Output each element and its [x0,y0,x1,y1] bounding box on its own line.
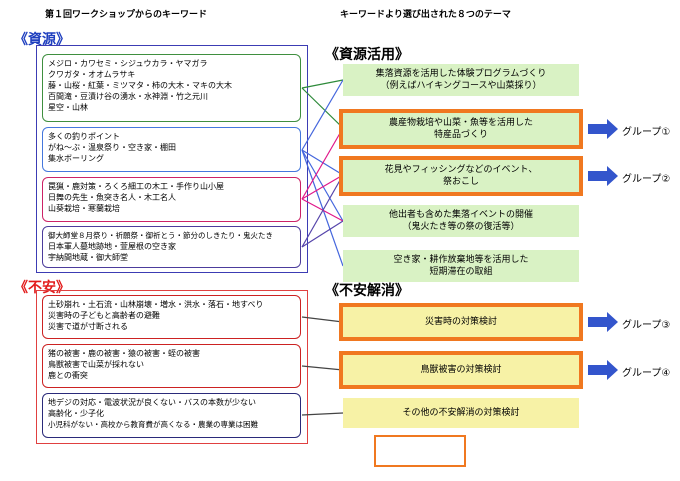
connector-line [301,174,344,200]
keyword-line: 猪の被害・鹿の被害・猿の被害・蛭の被害 [48,349,200,358]
group-label-1: グループ① [622,127,671,138]
right-arrow-icon [588,312,618,332]
theme-line: 他出者も含めた集落イベントの開催 [388,210,533,220]
theme-line: （鬼火たき等の祭の復活等） [402,222,520,232]
group-label-3: グループ③ [622,320,671,331]
theme-line: 集落資源を活用した体験プログラムづくり [375,69,547,79]
section-anxiety-relief: 《不安解消》 [325,283,409,299]
connector-line [301,149,344,176]
connector-line [301,412,344,416]
connector-line [301,79,344,89]
keyword-line: 星空・山林 [48,103,88,112]
keyword-box-festivals: 御大師堂８月祭り・祈願祭・御祈とう・節分のしきたり・鬼火たき 日本軍人墓地跡地・… [42,226,301,268]
keyword-line: 土砂崩れ・土石流・山林崩壊・増水・洪水・落石・地すべり [48,300,264,309]
connector-line [301,220,344,248]
right-arrow-icon [588,360,618,380]
keyword-box-skills: 罠猟・鹿対策・ろくろ細工の木工・手作り山小屋 日舞の先生・魚突き名人・木工名人 … [42,177,301,222]
theme-other-measures: その他の不安解消の対策検討 [343,398,579,428]
keyword-line: 集水ボーリング [48,154,104,163]
keyword-box-living: 地デジの対応・電波状況が良くない・バスの本数が少ない 高齢化・少子化 小児科がな… [42,393,301,438]
theme-line: 鳥獣被害の対策検討 [420,365,502,375]
keyword-line: 高齢化・少子化 [48,409,104,418]
keyword-line: 災害時の子どもと高齢者の避難 [48,311,160,320]
theme-line: 特産品づくり [433,130,488,140]
keyword-line: 多くの釣りポイント [48,132,120,141]
connector-line [301,79,344,151]
connector-line [301,365,344,371]
keyword-line: 災害で道が寸断される [48,322,128,331]
keyword-line: メジロ・カワセミ・シジュウカラ・ヤマガラ [48,59,208,68]
right-arrow-icon [588,119,618,139]
connector-line [301,87,344,129]
theme-line: 農産物栽培や山菜・魚等を活用した [388,118,533,128]
theme-line: 花見やフィッシングなどのイベント、 [384,165,538,175]
connector-line [301,127,344,200]
theme-wildlife-measures: 鳥獣被害の対策検討 [339,351,583,389]
theme-experience-program: 集落資源を活用した体験プログラムづくり （例えばハイキングコースや山菜採り） [343,64,579,96]
section-anxiety: 《不安》 [14,280,70,296]
keyword-line: がね～ぶ・温泉祭り・空き家・棚田 [48,143,176,152]
keyword-box-leisure: 多くの釣りポイント がね～ぶ・温泉祭り・空き家・棚田 集水ボーリング [42,127,301,172]
connector-line [301,174,344,248]
theme-specialty-products: 農産物栽培や山菜・魚等を活用した 特産品づくり [339,109,583,149]
connector-line [301,149,344,222]
keyword-line: 日舞の先生・魚突き名人・木工名人 [48,193,176,202]
section-resource-use: 《資源活用》 [325,47,409,63]
keyword-box-wildlife: 猪の被害・鹿の被害・猿の被害・蛭の被害 鳥獣被害で山菜が採れない 鹿との衝突 [42,344,301,388]
keyword-line: 鳥獣被害で山菜が採れない [48,360,144,369]
section-resource: 《資源》 [14,32,70,48]
header-themes: キーワードより選び出された８つのテーマ [340,10,511,20]
keyword-line: 小児科がない・高校から教育費が高くなる・農業の専業は困難 [48,420,258,429]
theme-line: （例えばハイキングコースや山菜採り） [380,81,542,91]
keyword-box-nature: メジロ・カワセミ・シジュウカラ・ヤマガラ クワガタ・オオムラサキ 藤・山桜・紅葉… [42,54,301,122]
keyword-box-disaster: 土砂崩れ・土石流・山林崩壊・増水・洪水・落石・地すべり 災害時の子どもと高齢者の… [42,295,301,339]
keyword-line: 罠猟・鹿対策・ろくろ細工の木工・手作り山小屋 [48,182,224,191]
keyword-line: クワガタ・オオムラサキ [48,70,136,79]
connector-line [301,149,344,267]
keyword-line: 藤・山桜・紅葉・ミツマタ・柿の大木・マキの大木 [48,81,232,90]
theme-disaster-measures: 災害時の対策検討 [339,303,583,341]
keyword-line: 鹿との衝突 [48,371,88,380]
theme-line: その他の不安解消の対策検討 [402,408,520,418]
keyword-line: 日本軍人墓地跡地・萱屋根の空き家 [48,242,176,251]
theme-line: 災害時の対策検討 [424,317,497,327]
keyword-line: 百間滝・豆漬け谷の湧水・水神淵・竹之元川 [48,92,208,101]
keyword-line: 宇納間地蔵・御大師堂 [48,253,128,262]
connector-line [301,198,344,222]
keyword-line: 御大師堂８月祭り・祈願祭・御祈とう・節分のしきたり・鬼火たき [48,231,273,240]
theme-events-festivals: 花見やフィッシングなどのイベント、 祭おこし [339,156,583,196]
theme-short-stay: 空き家・耕作放棄地等を活用した 短期滞在の取組 [343,250,579,282]
theme-line: 空き家・耕作放棄地等を活用した [393,255,529,265]
theme-line: 祭おこし [442,177,479,187]
theme-community-events: 他出者も含めた集落イベントの開催 （鬼火たき等の祭の復活等） [343,205,579,237]
group-label-2: グループ② [622,174,671,185]
group-label-4: グループ④ [622,368,671,379]
keyword-line: 山葵栽培・寒蘭栽培 [48,204,120,213]
theme-line: 短期滞在の取組 [429,267,493,277]
connector-line [301,316,344,323]
right-arrow-icon [588,166,618,186]
keyword-line: 地デジの対応・電波状況が良くない・バスの本数が少ない [48,398,256,407]
empty-theme-box [374,435,466,467]
header-keywords: 第１回ワークショップからのキーワード [45,10,208,20]
